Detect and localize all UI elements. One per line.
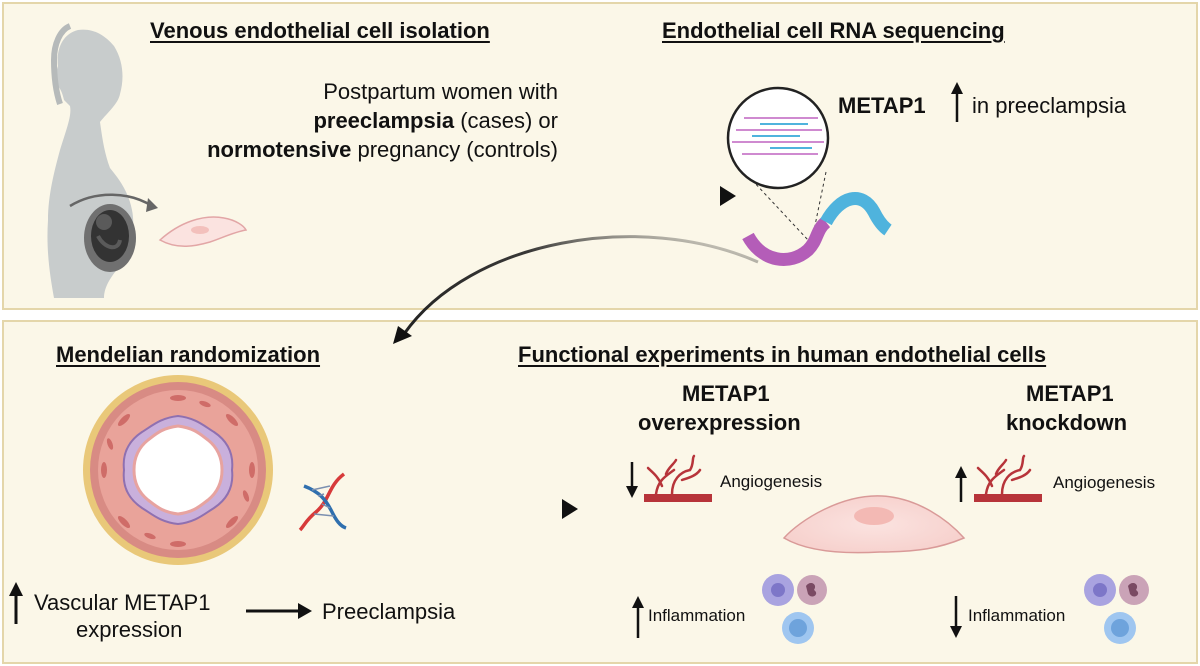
down-arrow-icon bbox=[950, 596, 962, 638]
cohort-line-1: Postpartum women with bbox=[323, 79, 558, 104]
arrow-to-experiments bbox=[404, 499, 578, 519]
up-arrow-icon bbox=[951, 82, 963, 122]
functional-experiments-heading: Functional experiments in human endothel… bbox=[518, 342, 1047, 367]
curved-arrow bbox=[393, 235, 759, 344]
controls-term: normotensive bbox=[207, 137, 352, 162]
up-arrow-icon bbox=[632, 596, 644, 638]
angiogenesis-vessel-icon bbox=[974, 454, 1042, 502]
blood-vessel-icon bbox=[83, 375, 273, 565]
endothelial-cell-icon bbox=[158, 216, 248, 247]
inflammation-label-left: Inflammation bbox=[648, 606, 746, 625]
cohort-line-3: normotensive pregnancy (controls) bbox=[207, 135, 558, 164]
mendelian-randomization-heading: Mendelian randomization bbox=[56, 342, 321, 367]
exposure-line-2: expression bbox=[76, 617, 183, 642]
cases-term: preeclampsia bbox=[313, 108, 455, 133]
angiogenesis-vessel-icon bbox=[644, 454, 712, 502]
cell-isolation-heading: Venous endothelial cell isolation bbox=[150, 18, 490, 43]
top-panel bbox=[2, 2, 1198, 310]
immune-cells-icon bbox=[762, 574, 827, 644]
exposure-line-1: Vascular METAP1 bbox=[34, 590, 211, 615]
inflammation-label-right: Inflammation bbox=[968, 606, 1066, 625]
up-arrow-icon bbox=[955, 466, 967, 502]
down-arrow-icon bbox=[626, 462, 638, 498]
immune-cells-icon bbox=[1084, 574, 1149, 644]
arrow-to-sequencing bbox=[466, 186, 736, 206]
angiogenesis-label-left: Angiogenesis bbox=[720, 472, 823, 491]
endothelial-cell-icon bbox=[782, 495, 966, 554]
gene-label: METAP1 bbox=[838, 93, 926, 118]
outcome-label: Preeclampsia bbox=[322, 599, 456, 624]
knockdown-title-2: knockdown bbox=[1006, 410, 1128, 435]
overexpression-title-2: overexpression bbox=[638, 410, 801, 435]
dna-icon bbox=[298, 472, 347, 532]
rna-sequencing-icon bbox=[726, 86, 892, 266]
cohort-line-2: preeclampsia (cases) or bbox=[313, 106, 558, 135]
knockdown-title-1: METAP1 bbox=[1026, 381, 1114, 406]
arrow-to-outcome bbox=[246, 603, 312, 619]
cases-suffix: (cases) or bbox=[454, 108, 558, 133]
rna-sequencing-heading: Endothelial cell RNA sequencing bbox=[662, 18, 1005, 43]
overexpression-title-1: METAP1 bbox=[682, 381, 770, 406]
up-arrow-icon bbox=[9, 582, 23, 624]
angiogenesis-label-right: Angiogenesis bbox=[1053, 473, 1156, 492]
finding-text: in preeclampsia bbox=[972, 93, 1127, 118]
controls-suffix: pregnancy (controls) bbox=[351, 137, 558, 162]
pregnant-woman-icon bbox=[47, 23, 158, 298]
